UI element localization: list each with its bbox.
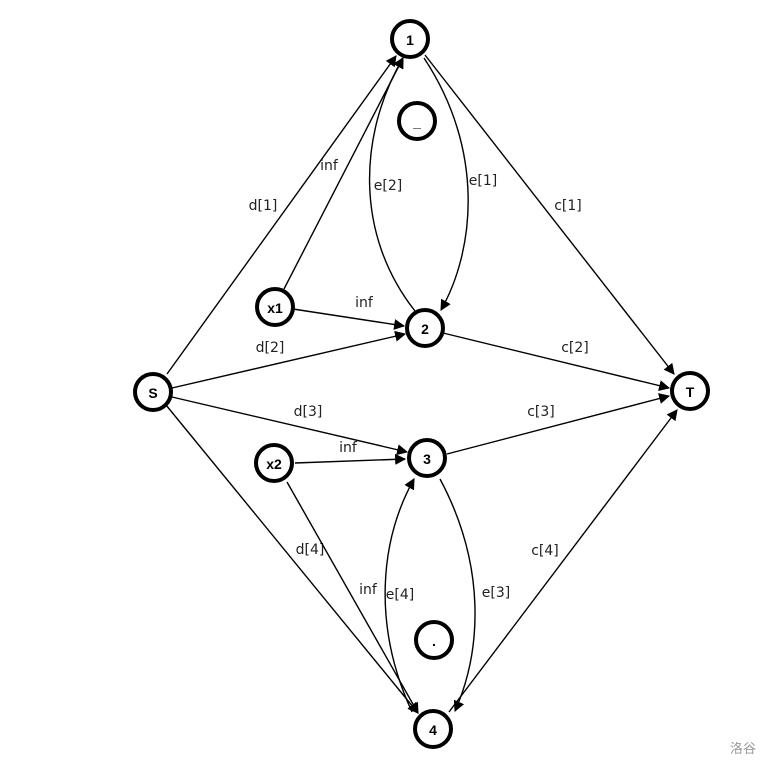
edge-4-to-t: c[4] [448,409,678,713]
edge-3-to-t: c[3] [446,393,671,455]
edge-label-inf-x1-2: inf [355,295,374,311]
node-2-label: 2 [421,321,429,337]
edge-label-inf-x2-4: inf [359,582,378,598]
edge-x1-to-1: inf [283,57,404,290]
node-4-label: 4 [429,722,437,738]
node-dot: . [414,620,454,660]
edge-s-to-3: d[3] [171,396,409,456]
node-dot-label: . [432,633,436,649]
edge-label-e1: e[1] [469,173,497,189]
edge-label-d2: d[2] [256,340,285,356]
edge-x2-to-3: inf [294,440,407,465]
edge-label-c4: c[4] [531,543,559,559]
node-underscore: _ [397,101,437,141]
node-3: 3 [407,438,447,478]
edge-label-d4: d[4] [296,542,325,558]
node-x2: x2 [254,443,294,483]
edge-label-e3: e[3] [482,585,510,601]
node-3-label: 3 [423,451,431,467]
node-t-label: T [686,384,695,400]
node-x1-label: x1 [267,300,283,316]
edge-1-to-2: e[1] [423,57,497,311]
edge-x1-to-2: inf [292,295,406,330]
node-4: 4 [413,709,453,749]
edge-label-inf-x1-1: inf [320,158,339,174]
edge-label-inf-x2-3: inf [339,440,358,456]
edge-label-c3: c[3] [527,404,555,420]
edge-s-to-1: d[1] [166,55,397,375]
edge-label-c2: c[2] [561,340,589,356]
edge-s-to-4: d[4] [165,404,419,714]
edge-label-e2: e[2] [374,178,402,194]
edge-s-to-2: d[2] [171,330,407,389]
node-1-label: 1 [406,32,414,48]
edge-2-to-t: c[2] [442,332,671,392]
node-2: 2 [405,308,445,348]
node-t: T [670,371,710,411]
edge-label-d1: d[1] [249,198,278,214]
watermark-text: 洛谷 [729,742,756,757]
edge-label-d3: d[3] [294,404,323,420]
edge-label-c1: c[1] [554,198,582,214]
edge-label-e4: e[4] [386,587,414,603]
edge-x2-to-4: inf [286,481,419,714]
node-s-label: S [148,385,157,401]
node-underscore-label: _ [412,114,421,130]
edge-1-to-t: c[1] [424,54,675,375]
node-s: S [133,372,173,412]
node-x2-label: x2 [266,456,282,472]
node-x1: x1 [255,287,295,327]
edge-3-to-4: e[3] [439,478,510,713]
node-1: 1 [390,19,430,59]
edge-2-to-1: e[2] [368,57,416,312]
